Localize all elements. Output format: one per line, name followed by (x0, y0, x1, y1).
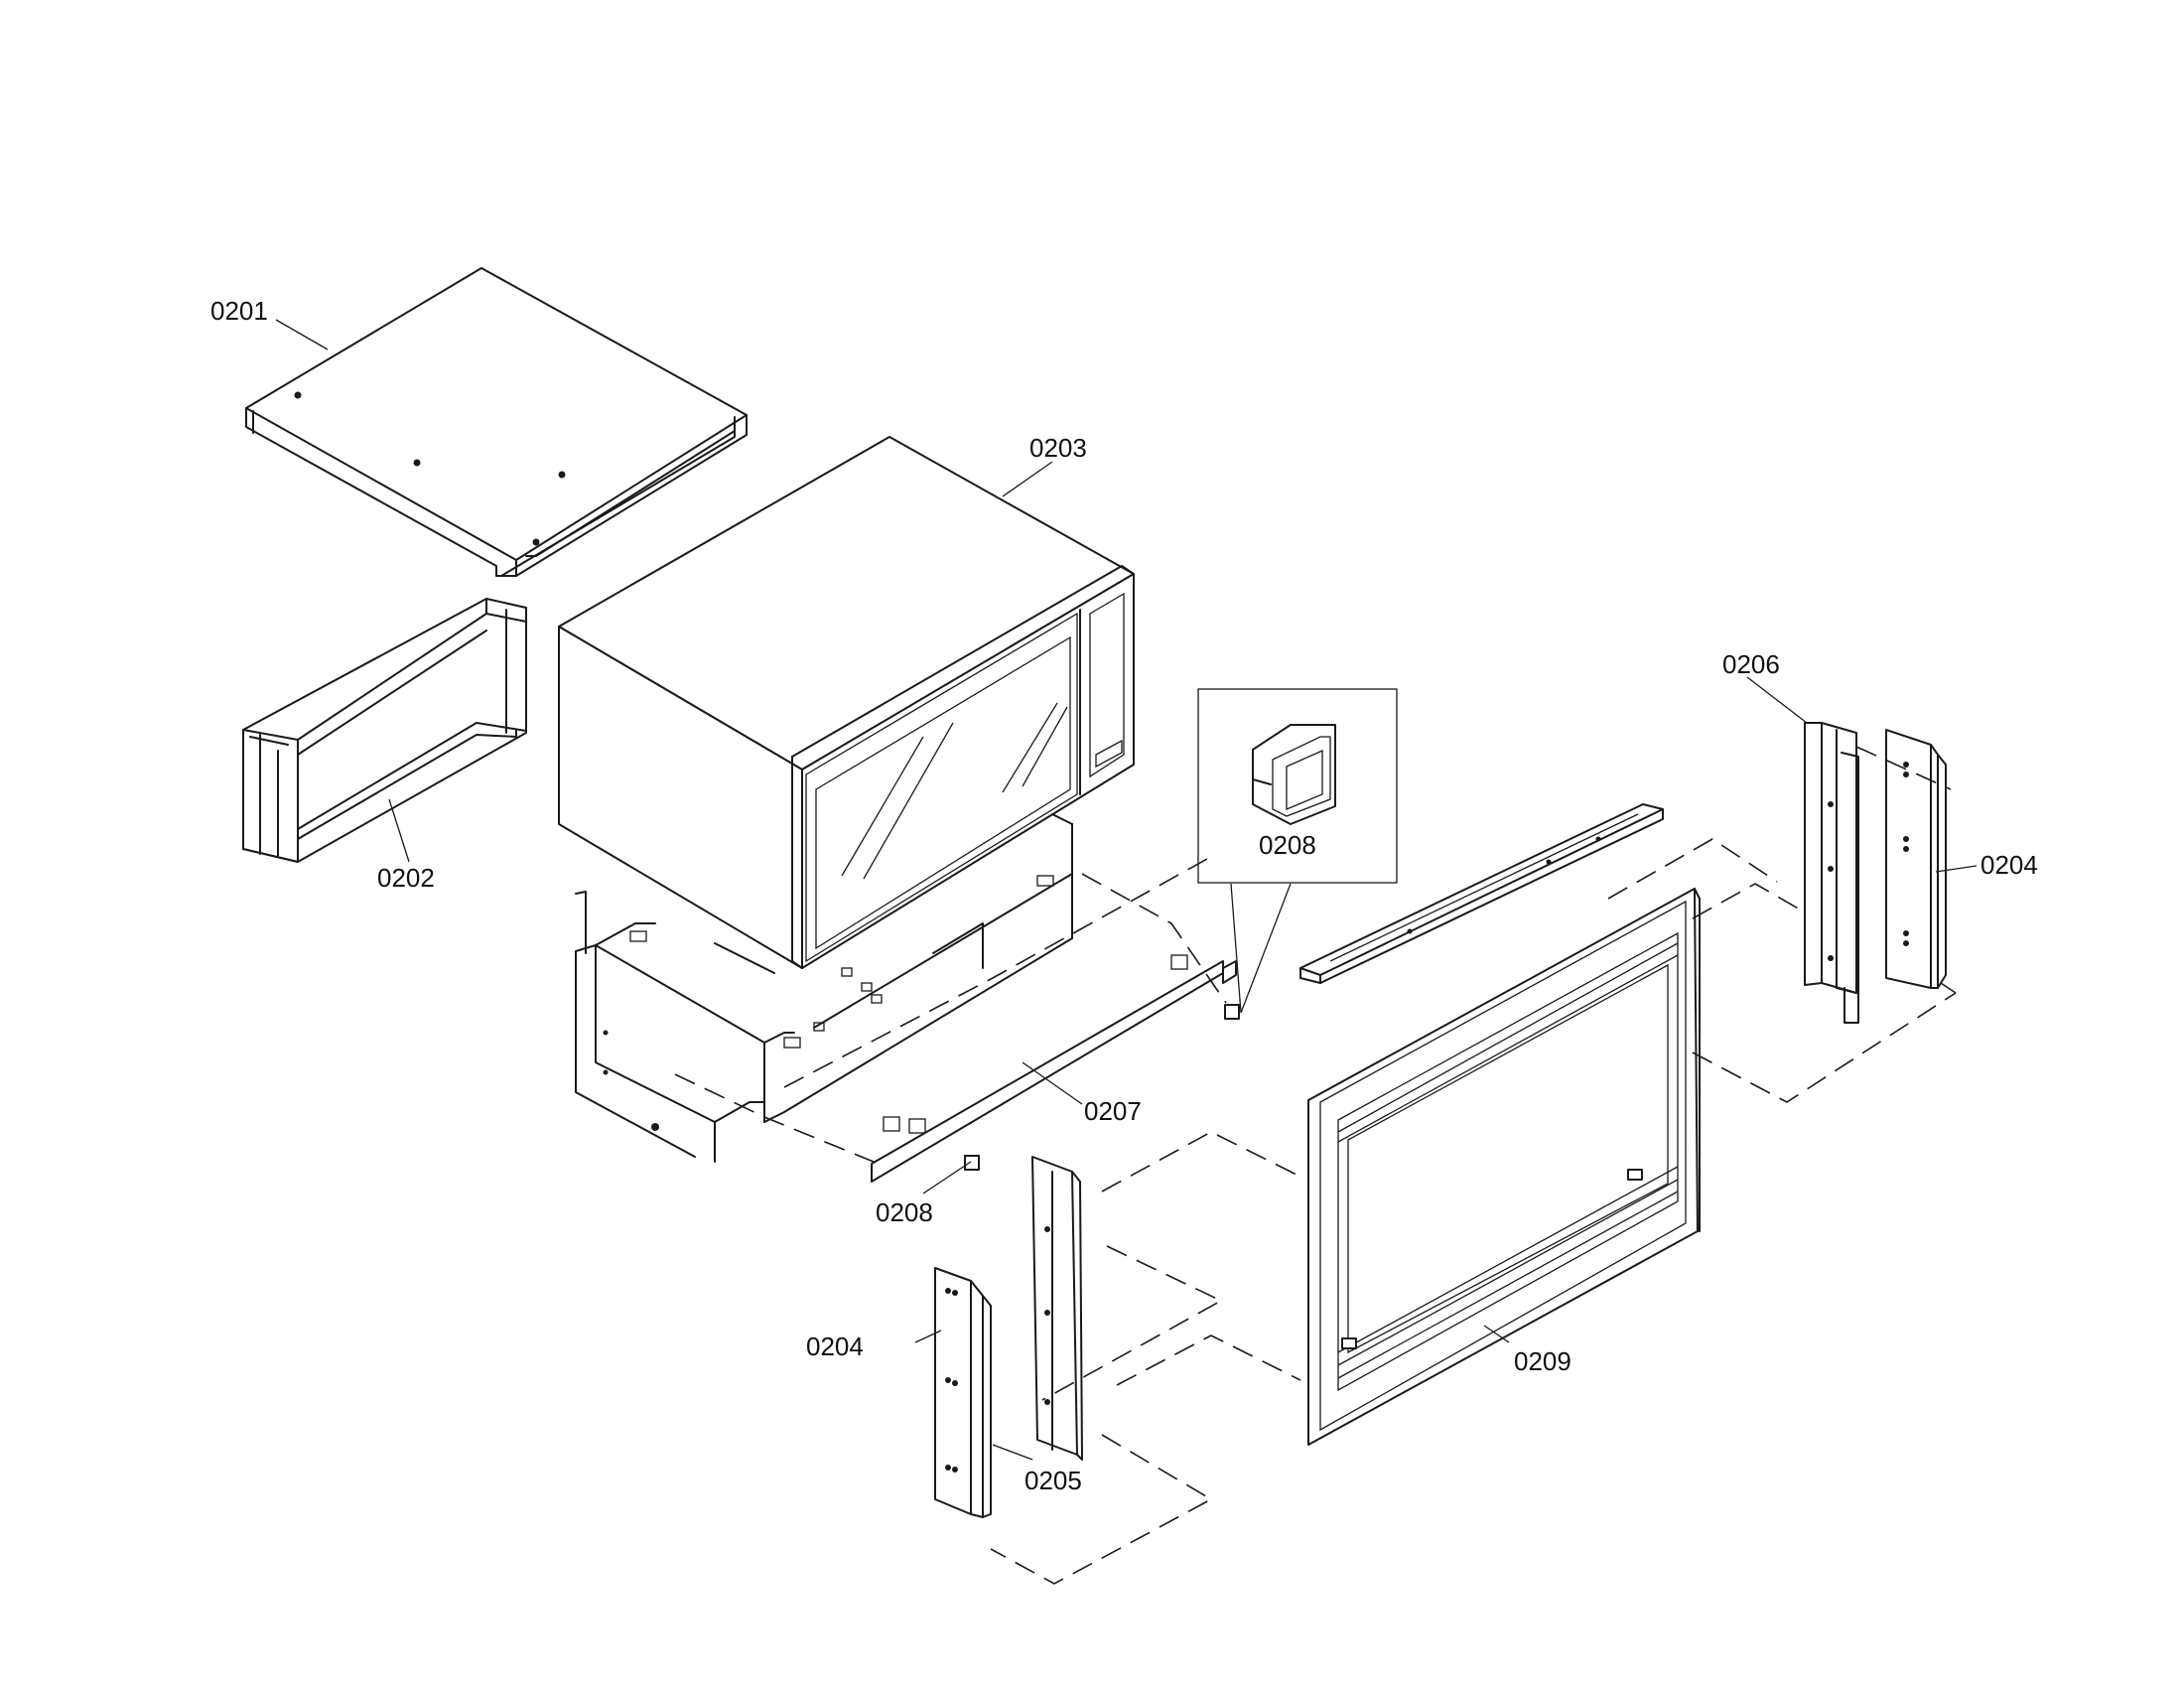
leader-lines (275, 319, 1978, 1461)
part-0208-clip-upper (1224, 1004, 1240, 1020)
label-0204-right: 0204 (1980, 850, 2038, 880)
part-upper-rail (1299, 803, 1664, 984)
label-0207: 0207 (1084, 1096, 1142, 1126)
label-0205: 0205 (1024, 1466, 1082, 1495)
part-base-tray (575, 813, 1073, 1163)
part-0207-mounting-bar (871, 954, 1237, 1183)
part-0201-top-cover (245, 267, 748, 577)
label-0201: 0201 (210, 296, 268, 326)
label-0206: 0206 (1722, 649, 1780, 679)
part-0204-lower-bracket (934, 1267, 992, 1518)
part-0208-clip-lower (964, 1155, 980, 1171)
label-0208-lower: 0208 (876, 1197, 933, 1227)
label-0209: 0209 (1514, 1346, 1571, 1376)
assembly-lines (674, 746, 1957, 1585)
label-0204-lower: 0204 (806, 1332, 864, 1361)
label-0202: 0202 (377, 863, 435, 893)
label-0203: 0203 (1029, 433, 1087, 463)
part-0209-trim-frame (1307, 888, 1701, 1446)
part-0204-right-bracket (1885, 729, 1947, 989)
part-0202-side-box (242, 598, 527, 863)
part-0203-microwave-oven (558, 436, 1135, 969)
detail-box-0208 (1197, 688, 1398, 884)
part-0206-right-bracket (1804, 722, 1859, 1024)
label-0208-detail: 0208 (1259, 830, 1316, 860)
part-labels: 0201 0203 0202 0207 0208 0208 0206 0204 … (210, 296, 2038, 1495)
part-0205-lower-bracket (1031, 1156, 1083, 1461)
